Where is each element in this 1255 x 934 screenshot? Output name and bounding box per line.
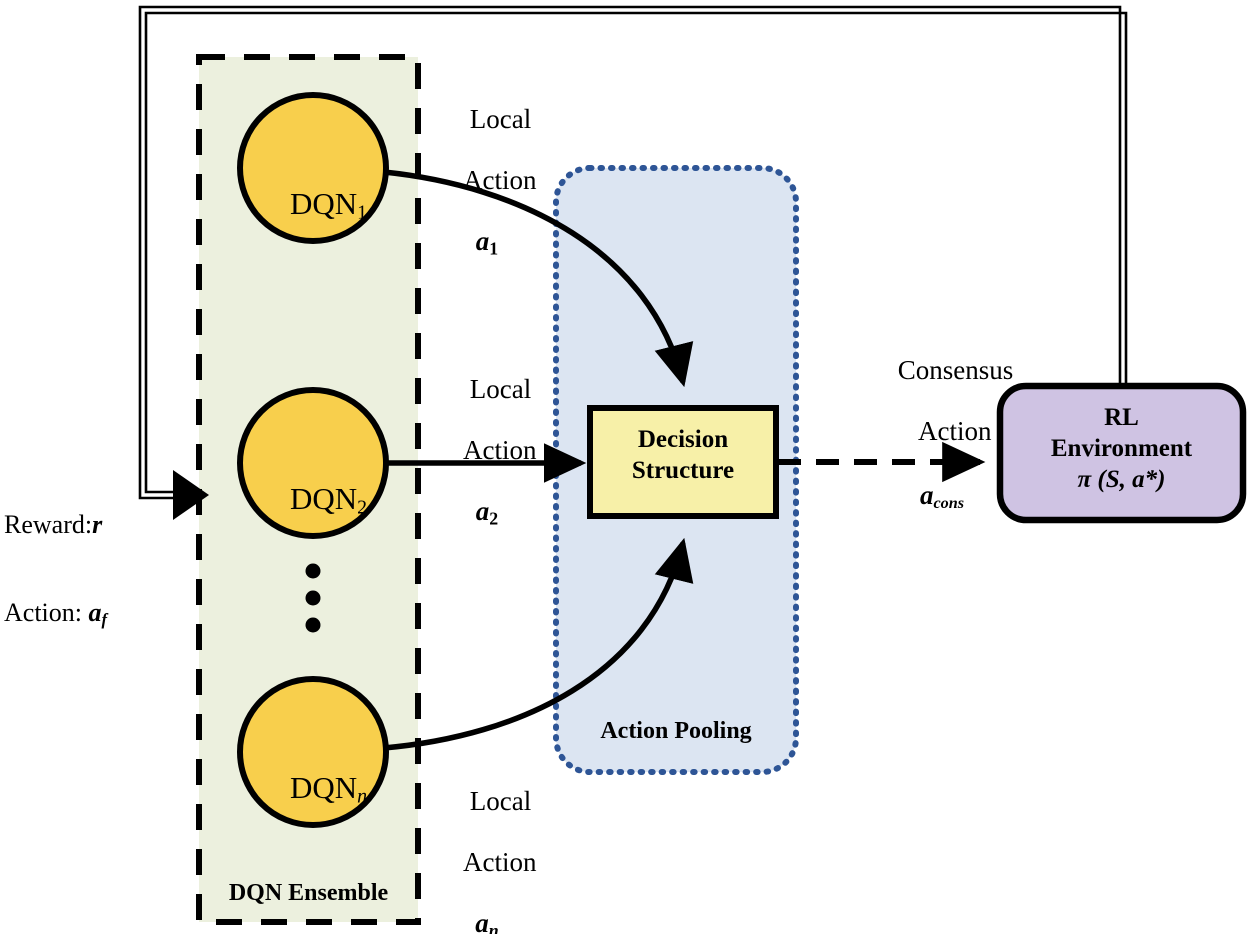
dqn-node-n-label: DQNn xyxy=(289,769,368,808)
rl-environment-box[interactable] xyxy=(996,382,1247,524)
local-action-a1-label: Local Action a1 xyxy=(463,104,537,259)
action-pooling-caption: Action Pooling xyxy=(600,718,752,744)
decision-structure-label: Decision Structure xyxy=(631,426,735,484)
consensus-action-label: Consensus Action acons xyxy=(897,355,1014,513)
dqn-node-n-circle[interactable] xyxy=(237,676,389,828)
feedback-arrowhead xyxy=(173,470,209,520)
local-action-a2-label: Local Action a2 xyxy=(463,374,537,529)
local-action-an-label: Local Action an xyxy=(463,786,537,934)
dqn-ensemble-caption: DQN Ensemble xyxy=(228,880,389,906)
dqn-node-2-label: DQN2 xyxy=(289,480,368,519)
dqn-node-1-circle[interactable] xyxy=(237,92,389,244)
rl-environment-label: RL Environment π (S, a*) xyxy=(1050,404,1193,493)
arrow-local-action-a1 xyxy=(383,169,694,388)
arrow-local-action-an xyxy=(383,537,694,751)
feedback-reward-action-label: Reward:r Action: af xyxy=(4,510,108,629)
decision-structure-box[interactable] xyxy=(587,405,779,519)
dqn-node-1-label: DQN1 xyxy=(289,185,368,224)
ellipsis-dots-icon xyxy=(305,563,321,633)
feedback-loop-line xyxy=(138,5,1128,500)
